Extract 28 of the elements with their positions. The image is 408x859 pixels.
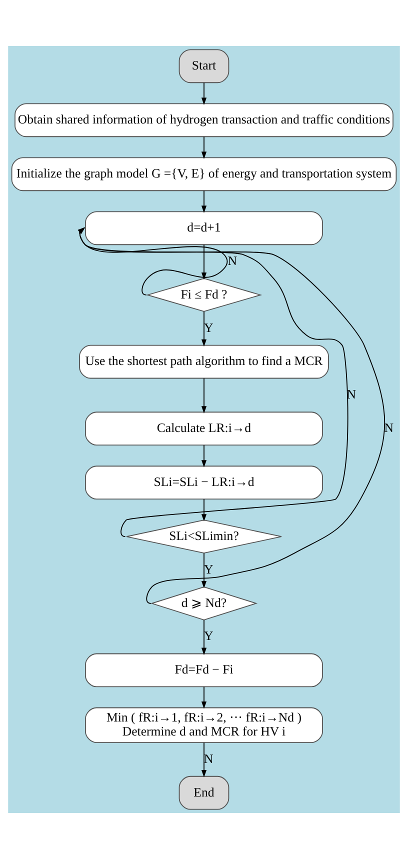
node-box: Use the shortest path algorithm to find a MCR xyxy=(79,344,329,379)
node-box: SLi=SLi − LR:i→d xyxy=(85,466,323,500)
arrow xyxy=(201,82,207,105)
arrow xyxy=(201,444,207,468)
arrow xyxy=(201,686,207,709)
arrow xyxy=(201,742,207,778)
node-diamond: SLi<SLimin? xyxy=(126,520,282,554)
node-box: Min ( fR:i→1, fR:i→2, ⋯ fR:i→Nd ) Determine d and MCR for HV i xyxy=(85,707,323,743)
node-box: d=d+1 xyxy=(85,211,323,246)
arrow xyxy=(201,190,207,213)
arrow xyxy=(201,311,207,347)
arrow xyxy=(201,498,207,522)
node-box: Calculate LR:i→d xyxy=(85,412,323,446)
edge-label: N xyxy=(384,420,394,435)
edge-label: N xyxy=(228,254,237,268)
node-box: Obtain shared information of hydrogen transaction and traffic conditions xyxy=(14,103,394,138)
node-box: Start xyxy=(178,49,230,84)
node-diamond: Fi ≤ Fd ? xyxy=(146,278,262,312)
arrow xyxy=(201,552,207,588)
arrow xyxy=(201,244,207,280)
node-box: End xyxy=(178,776,230,810)
node-box: Initialize the graph model G ={V, E} of energy and transportation system xyxy=(11,157,397,192)
arrow xyxy=(201,136,207,159)
arrow xyxy=(201,378,207,414)
node-diamond: d ⩾ Nd? xyxy=(150,586,258,620)
arrow xyxy=(78,227,228,296)
arrow xyxy=(201,620,207,656)
node-box: Fd=Fd − Fi xyxy=(85,653,323,688)
